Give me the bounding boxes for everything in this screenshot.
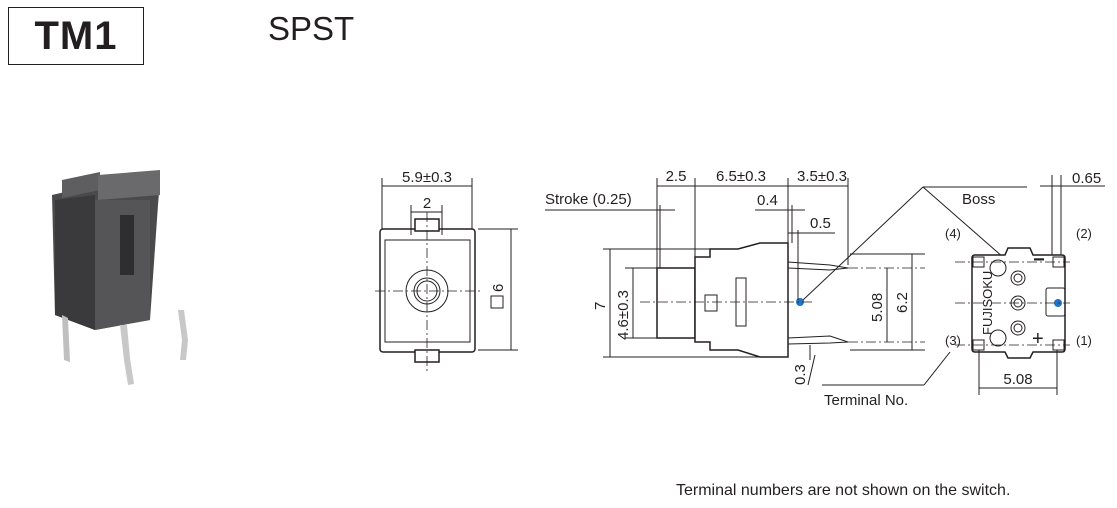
dim-4-6: 4.6±0.3 bbox=[615, 290, 632, 340]
front-width-dim: 5.9±0.3 bbox=[402, 169, 452, 186]
boss-label: Boss bbox=[962, 191, 995, 208]
dim-5-08-bottom: 5.08 bbox=[1003, 371, 1032, 388]
contact-type: SPST bbox=[268, 10, 355, 47]
dim-7: 7 bbox=[592, 302, 609, 310]
front-view: 5.9±0.3 2 6 bbox=[375, 169, 518, 372]
dim-5-08: 5.08 bbox=[869, 293, 886, 322]
model-title: TM1 bbox=[8, 7, 144, 65]
dim-2-5: 2.5 bbox=[666, 168, 687, 185]
square-dim: 6 bbox=[490, 284, 507, 292]
product-photo bbox=[52, 170, 188, 385]
terminal-4: (4) bbox=[945, 226, 961, 241]
plunger-dim: 2 bbox=[423, 195, 431, 212]
terminal-no-label: Terminal No. bbox=[824, 392, 908, 409]
terminal-1: (1) bbox=[1076, 333, 1092, 348]
brand-marking: FUJISOKU bbox=[980, 271, 995, 335]
dim-0-5: 0.5 bbox=[810, 215, 831, 232]
dim-0-3: 0.3 bbox=[792, 364, 809, 385]
terminal-2: (2) bbox=[1076, 226, 1092, 241]
dim-0-65: 0.65 bbox=[1072, 170, 1101, 187]
side-view: 2.5 6.5±0.3 3.5±0.3 Stroke (0.25) 0.4 0.… bbox=[545, 168, 925, 386]
dim-3-5: 3.5±0.3 bbox=[797, 168, 847, 185]
terminal-3: (3) bbox=[945, 333, 961, 348]
dim-6-2: 6.2 bbox=[894, 292, 911, 313]
bottom-view: FUJISOKU − + (4) (2) (3) (1) 0.65 5.08 T… bbox=[822, 170, 1105, 409]
stroke-label: Stroke (0.25) bbox=[545, 191, 632, 208]
footer-note: Terminal numbers are not shown on the sw… bbox=[676, 482, 1011, 499]
dim-6-5: 6.5±0.3 bbox=[716, 168, 766, 185]
dim-0-4: 0.4 bbox=[757, 192, 778, 209]
plus-mark: + bbox=[1032, 328, 1044, 350]
minus-mark: − bbox=[1033, 249, 1045, 271]
